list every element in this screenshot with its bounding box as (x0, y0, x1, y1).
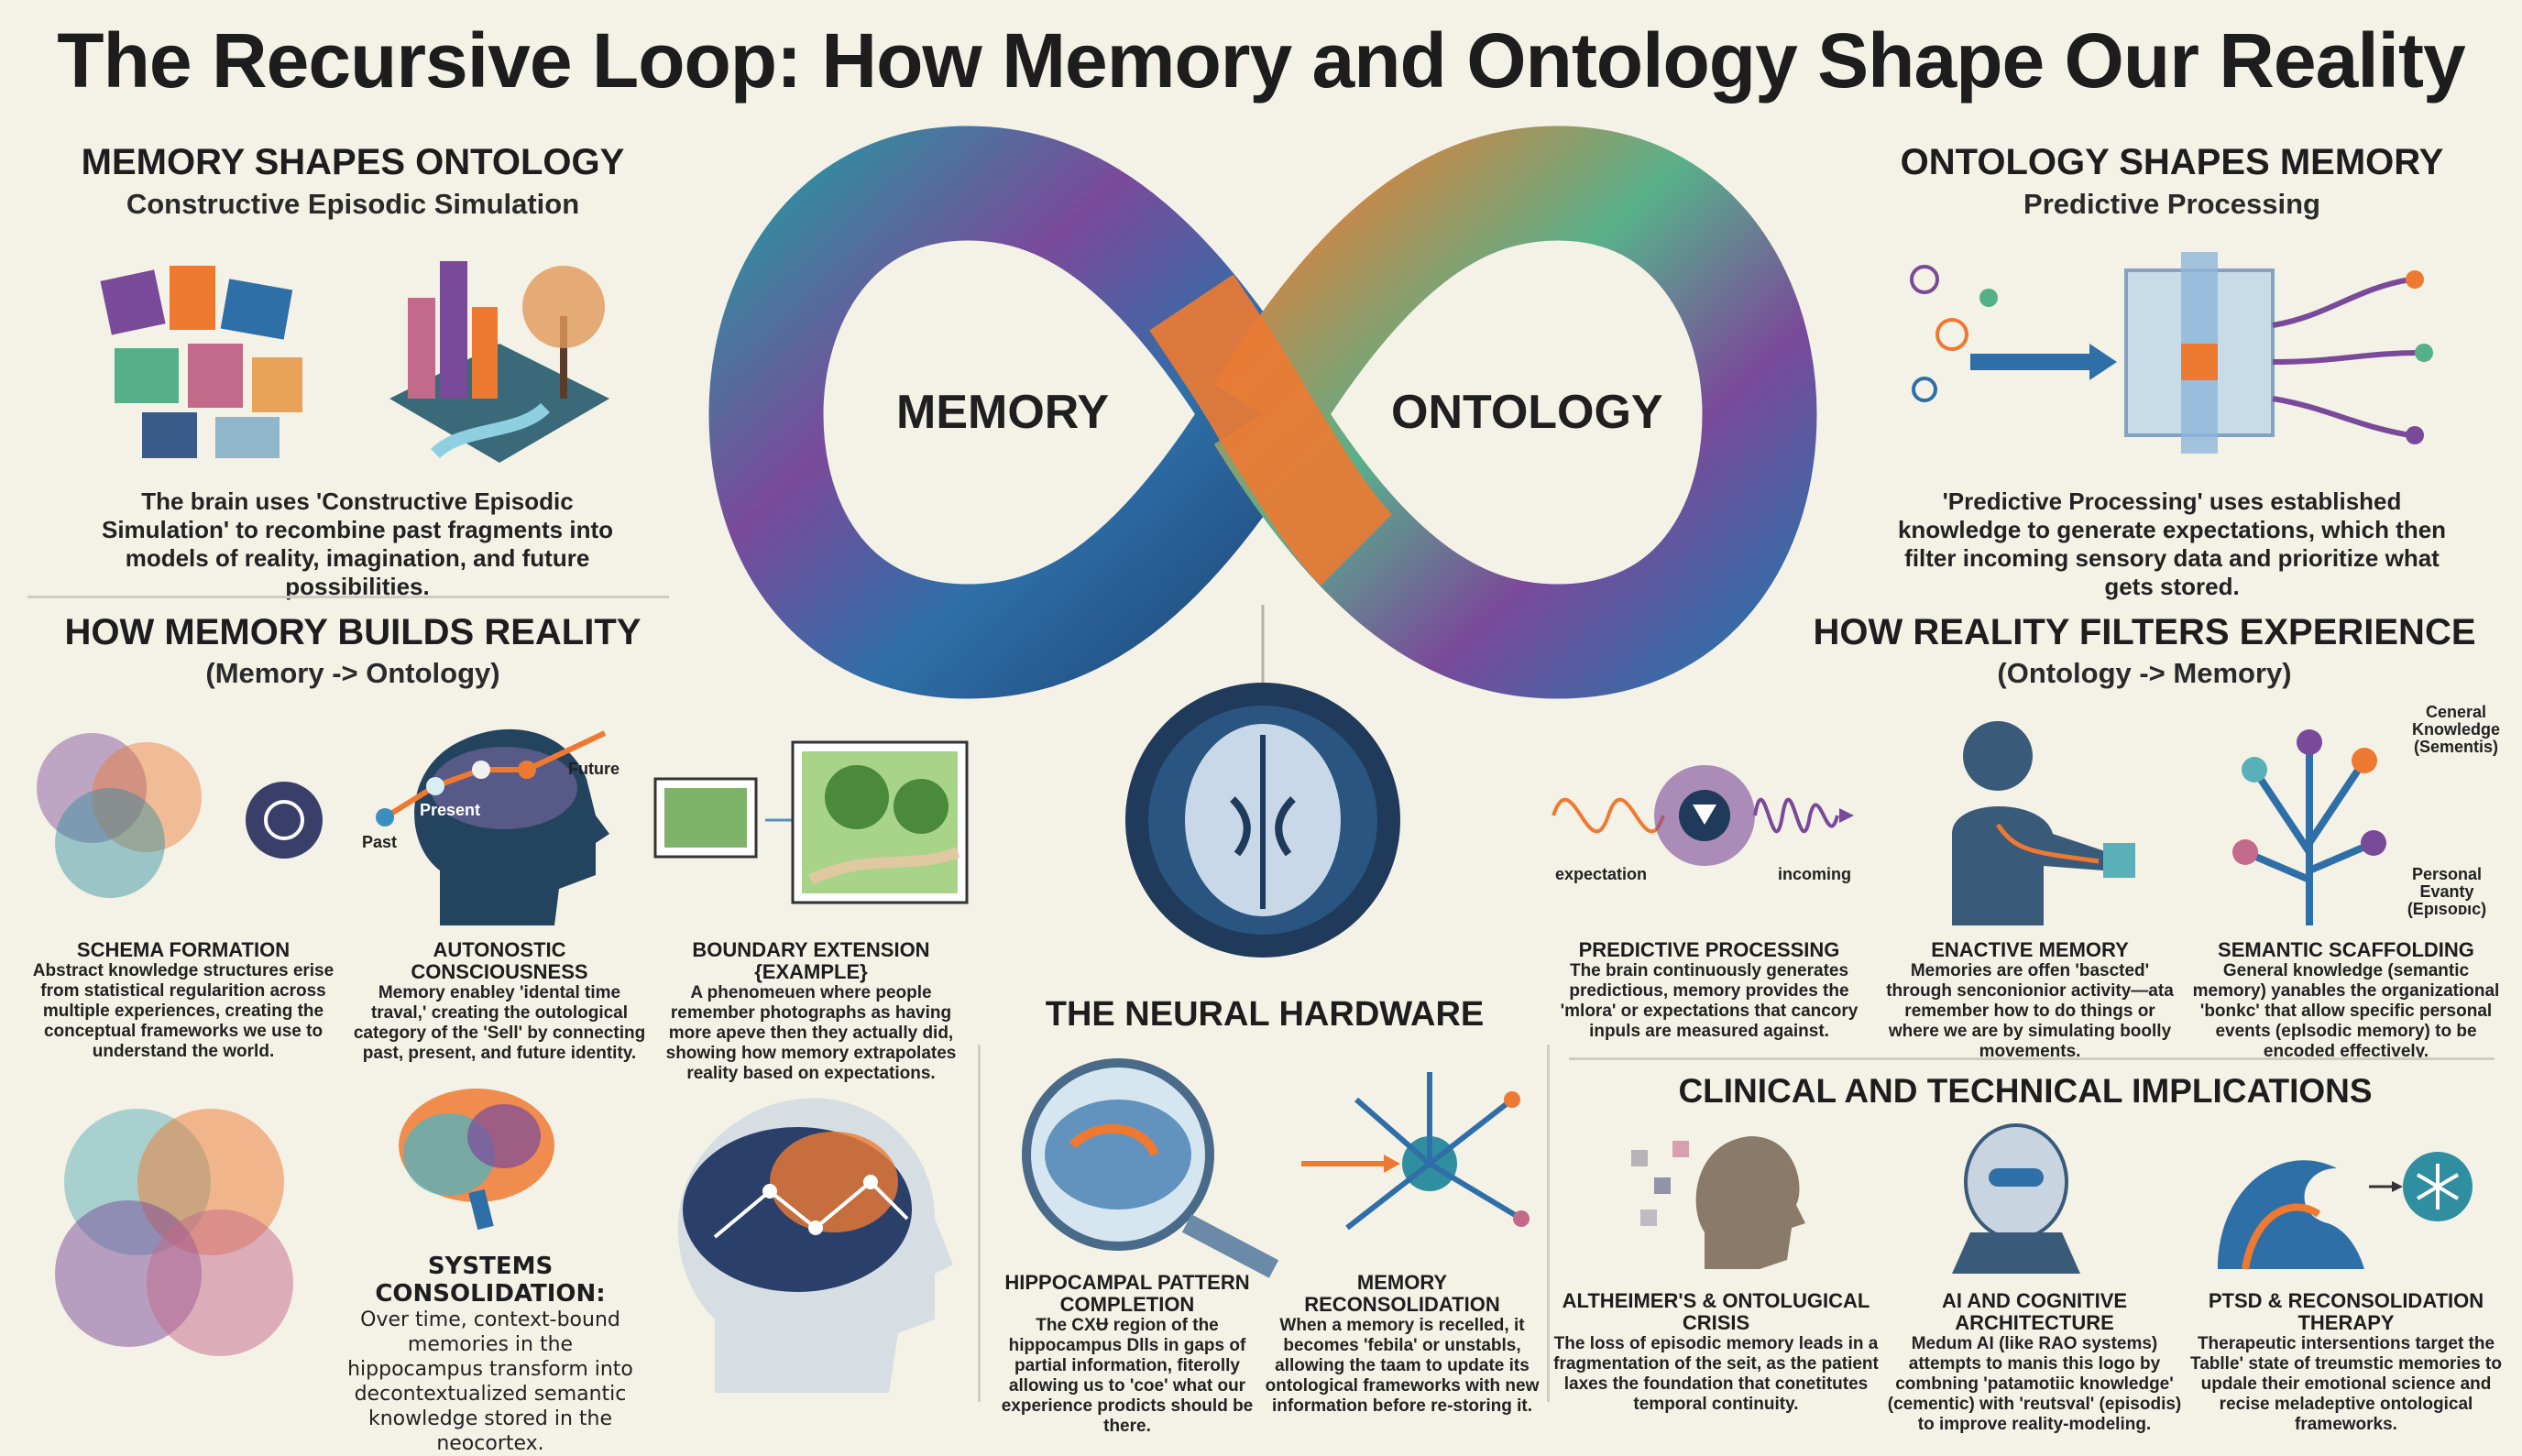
head-timeline-illustration (376, 728, 609, 925)
boundary-extension-photos (653, 740, 969, 904)
infinity-loop-graphic (708, 126, 1817, 699)
ontology-shapes-memory-heading: ONTOLOGY SHAPES MEMORY (1900, 142, 2444, 182)
cycle-icon (246, 782, 323, 859)
wave-label-expectation: expectation (1555, 865, 1648, 883)
enactive-person-illustration (1952, 721, 2135, 925)
autonoetic-consciousness-card: AUTONOSTIC CONSCIOUSNESS Memory enabley … (353, 939, 646, 1064)
ai-architecture-text: Medum AI (like RAO systems) attempts to … (1887, 1334, 2182, 1434)
timeline-label-past: Past (362, 833, 398, 851)
ptsd-therapy-title: PTSD & RECONSOLIDATION THERAPY (2208, 1289, 2484, 1334)
boundary-extension-title: BOUNDARY EXTENSION {EXAMPLE} (692, 938, 930, 983)
divider (27, 596, 669, 598)
divider (1569, 1057, 2495, 1060)
reality-filters-subheading: (Ontology -> Memory) (1997, 657, 2292, 689)
wave-snowflake-illustration (2218, 1152, 2473, 1270)
memory-reconsolidation-text: When a memory is recelled, it becomes 'f… (1265, 1316, 1540, 1416)
city-tree-illustration (389, 261, 609, 463)
ontology-shapes-memory-text: 'Predictive Processing' uses established… (1897, 487, 2447, 600)
prediction-filter-illustration (1552, 765, 1854, 866)
brain-icon (399, 1089, 554, 1231)
memory-reconsolidation-card: MEMORY RECONSOLIDATION When a memory is … (1265, 1272, 1540, 1417)
memory-reconsolidation-title: MEMORY RECONSOLIDATION (1304, 1271, 1500, 1316)
predictive-processing-text: The brain continuously generates predict… (1560, 961, 1859, 1041)
ai-robot-illustration (1952, 1123, 2080, 1274)
predictive-processing-card: PREDICTIVE PROCESSING The brain continuo… (1549, 939, 1870, 1042)
enactive-memory-text: Memories are offen 'bascted' through sen… (1886, 961, 2174, 1061)
memory-shapes-ontology-text: The brain uses 'Constructive Episodic Si… (101, 487, 614, 600)
schema-formation-title: SCHEMA FORMATION (76, 938, 291, 961)
brain-scan-icon (1125, 683, 1400, 958)
boundary-extension-card: BOUNDARY EXTENSION {EXAMPLE} A phenomeue… (655, 939, 967, 1084)
schema-venn-icon (37, 733, 202, 898)
semantic-tree-illustration (2232, 729, 2386, 925)
tree-label-personal-events: Personal Evanty (Epısoᴅıc) (2407, 865, 2487, 918)
semantic-scaffolding-text: General knowledge (semantic memory) yana… (2192, 961, 2500, 1061)
boundary-extension-text: A phenomeuen where people remember photo… (665, 983, 957, 1083)
autonoetic-consciousness-title: AUTONOSTIC CONSCIOUSNESS (411, 938, 588, 983)
autonoetic-consciousness-text: Memory enabley 'idental time traval,' cr… (353, 983, 646, 1063)
memory-builds-reality-heading: HOW MEMORY BUILDS REALITY (64, 612, 641, 652)
fragments-illustration (100, 266, 302, 458)
ptsd-therapy-text: Therapeutic intersentions target the Tab… (2190, 1334, 2502, 1434)
systems-consolidation-card: SYSTEMS CONSOLIDATION: Over time, contex… (344, 1253, 637, 1456)
loop-label-ontology: ONTOLOGY (1391, 386, 1663, 439)
predictive-processing-title: PREDICTIVE PROCESSING (1578, 938, 1840, 961)
memory-shapes-ontology-subheading: Constructive Episodic Simulation (126, 188, 580, 220)
predictive-cube-illustration (1910, 252, 2433, 454)
schema-formation-card: SCHEMA FORMATION Abstract knowledge stru… (18, 939, 348, 1062)
pattern-completion-card: HIPPOCAMPAL PATTERN COMPLETION The CXɄ r… (994, 1272, 1260, 1437)
overlapping-circles-icon (55, 1109, 293, 1356)
divider (1547, 1045, 1550, 1402)
infinity-right-loop (1213, 126, 1817, 699)
divider (978, 1045, 981, 1402)
systems-consolidation-text: Over time, context-bound memories in the… (347, 1308, 633, 1455)
infinity-left-loop (708, 126, 1312, 699)
pattern-completion-text: The CXɄ region of the hippocampus Dlls i… (1001, 1316, 1254, 1436)
tree-label-general-knowledge: Ceneral Knowledge (Sementis) (2411, 703, 2500, 756)
alzheimers-text: The loss of episodic memory leads in a f… (1553, 1334, 1879, 1414)
fragmented-head-illustration (1631, 1136, 1805, 1269)
infinity-crossing (1149, 274, 1393, 586)
enactive-memory-title: ENACTIVE MEMORY (1931, 938, 2129, 961)
ai-architecture-title: AI AND COGNITIVE ARCHITECTURE (1941, 1289, 2128, 1334)
timeline-label-present: Present (420, 801, 481, 819)
clinical-implications-heading: CLINICAL AND TECHNICAL IMPLICATIONS (1678, 1072, 2373, 1110)
ptsd-therapy-card: PTSD & RECONSOLIDATION THERAPY Therapeut… (2190, 1290, 2502, 1435)
memory-builds-reality-subheading: (Memory -> Ontology) (205, 657, 500, 689)
alzheimers-title: ALTHEIMER'S & ONTOLUGICAL CRISIS (1562, 1289, 1870, 1334)
semantic-scaffolding-title: SEMANTIC SCAFFOLDING (2218, 938, 2474, 961)
timeline-label-future: Future (568, 760, 620, 778)
ai-architecture-card: AI AND COGNITIVE ARCHITECTURE Medum AI (… (1883, 1290, 2186, 1435)
wave-label-incoming: incoming (1778, 865, 1851, 883)
memory-shapes-ontology-heading: MEMORY SHAPES ONTOLOGY (81, 142, 625, 182)
reality-filters-heading: HOW REALITY FILTERS EXPERIENCE (1813, 612, 2476, 652)
pattern-completion-title: HIPPOCAMPAL PATTERN COMPLETION (1004, 1271, 1250, 1316)
ontology-shapes-memory-subheading: Predictive Processing (2023, 188, 2320, 220)
schema-formation-text: Abstract knowledge structures erise from… (32, 961, 334, 1061)
head-network-illustration (677, 1098, 953, 1393)
page-title: The Recursive Loop: How Memory and Ontol… (57, 17, 2465, 104)
semantic-scaffolding-card: SEMANTIC SCAFFOLDING General knowledge (… (2190, 939, 2502, 1062)
enactive-memory-card: ENACTIVE MEMORY Memories are offen 'basc… (1883, 939, 2177, 1062)
loop-label-memory: MEMORY (896, 386, 1110, 439)
neuron-icon (1301, 1072, 1530, 1231)
alzheimers-card: ALTHEIMER'S & ONTOLUGICAL CRISIS The los… (1553, 1290, 1879, 1415)
magnifier-hippocampus-icon (1022, 1058, 1279, 1278)
systems-consolidation-title: SYSTEMS CONSOLIDATION: (375, 1253, 606, 1308)
neural-hardware-heading: THE NEURAL HARDWARE (1045, 995, 1485, 1034)
